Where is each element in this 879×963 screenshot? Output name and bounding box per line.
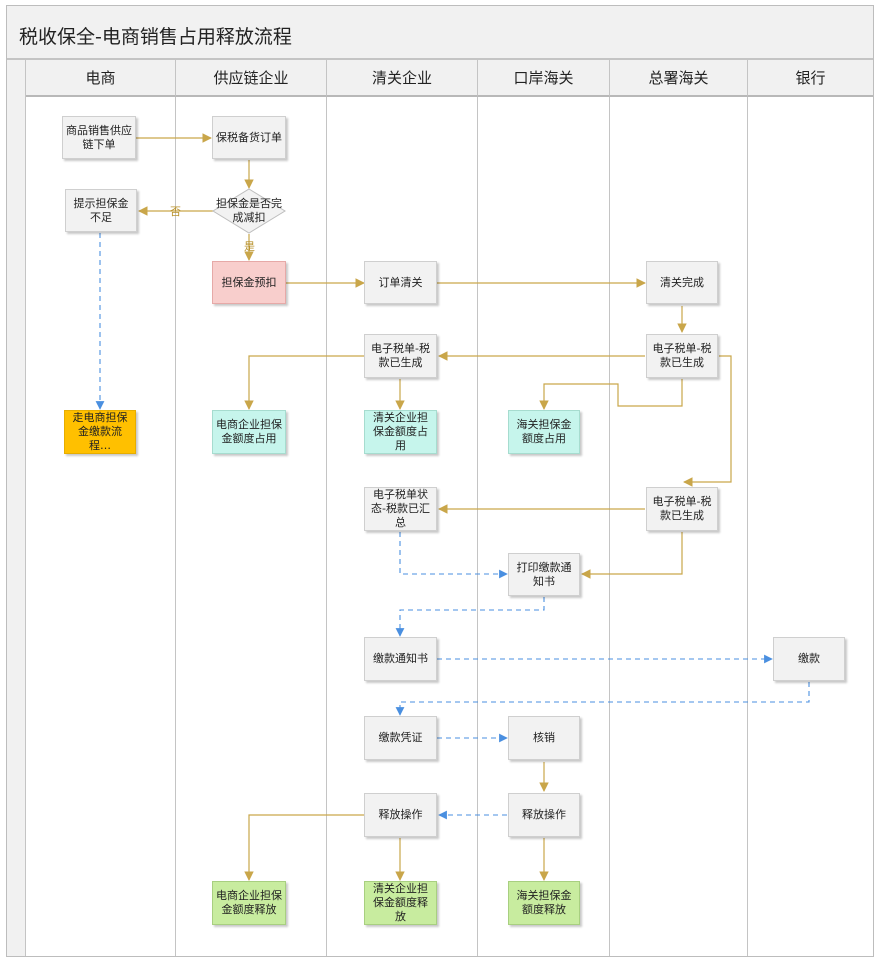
node-insufficient[interactable]: 提示担保金不足 (65, 189, 137, 232)
node-payment[interactable]: 缴款 (773, 637, 845, 681)
edge-taxgen-c-to-print (581, 532, 683, 579)
node-order[interactable]: 商品销售供应链下单 (62, 116, 136, 159)
node-print-notice[interactable]: 打印缴款通知书 (508, 553, 580, 596)
node-ec-release[interactable]: 电商企业担保金额度释放 (212, 881, 286, 925)
lane-ecommerce (26, 97, 176, 957)
lane-header-port-customs: 口岸海关 (478, 59, 610, 97)
lane-header-bank: 银行 (748, 59, 874, 97)
edge-taxgen-cc-to-ec-occupy (244, 355, 364, 410)
edge-release-cc-to-ec (244, 814, 364, 881)
node-tax-gen-b[interactable]: 电子税单-税款已生成 (646, 334, 718, 378)
diagram-title: 税收保全-电商销售占用释放流程 (19, 26, 292, 48)
node-customs-release[interactable]: 海关担保金额度释放 (508, 881, 580, 925)
node-clearance-done[interactable]: 清关完成 (646, 261, 718, 304)
node-tax-gen-c[interactable]: 电子税单-税款已生成 (646, 487, 718, 531)
node-tax-gen-a[interactable]: 电子税单-税款已生成 (364, 334, 437, 378)
edge-taxgen-to-taxgen-c (683, 355, 732, 487)
node-pay-flow[interactable]: 走电商担保金缴款流程… (64, 410, 136, 454)
edge-taxgen-to-customs-occupy (539, 379, 683, 410)
lane-header-clearance: 清关企业 (327, 59, 478, 97)
node-pay-notice[interactable]: 缴款通知书 (364, 637, 437, 681)
lane-header-supply-chain: 供应链企业 (176, 59, 327, 97)
diagram-title-bar: 税收保全-电商销售占用释放流程 (6, 5, 874, 59)
edge-label-yes: 是 (244, 240, 255, 253)
lane-header-general-customs: 总署海关 (610, 59, 748, 97)
node-ec-occupy[interactable]: 电商企业担保金额度占用 (212, 410, 286, 454)
lane-bank (748, 97, 874, 957)
node-pay-voucher[interactable]: 缴款凭证 (364, 716, 437, 760)
lane-header-ecommerce: 电商 (26, 59, 176, 97)
node-customs-occupy[interactable]: 海关担保金额度占用 (508, 410, 580, 454)
node-tax-summary[interactable]: 电子税单状态-税款已汇总 (364, 487, 437, 531)
node-cc-release[interactable]: 清关企业担保金额度释放 (364, 881, 437, 925)
node-decision: 担保金是否完成减扣 (216, 197, 282, 224)
node-release-cc[interactable]: 释放操作 (364, 793, 437, 837)
node-bonded-order[interactable]: 保税备货订单 (212, 116, 286, 159)
node-cc-occupy[interactable]: 清关企业担保金额度占用 (364, 410, 437, 454)
edge-payment-to-voucher (395, 682, 810, 716)
edge-print-to-notice (395, 597, 545, 637)
node-deposit-hold[interactable]: 担保金预扣 (212, 261, 286, 304)
edge-summary-to-print (399, 532, 508, 579)
edge-label-no: 否 (170, 205, 181, 218)
node-clearance[interactable]: 订单清关 (364, 261, 437, 304)
node-verify[interactable]: 核销 (508, 716, 580, 760)
node-decision-shape[interactable] (212, 188, 286, 234)
node-release-port[interactable]: 释放操作 (508, 793, 580, 837)
lane-supply-chain (176, 97, 327, 957)
